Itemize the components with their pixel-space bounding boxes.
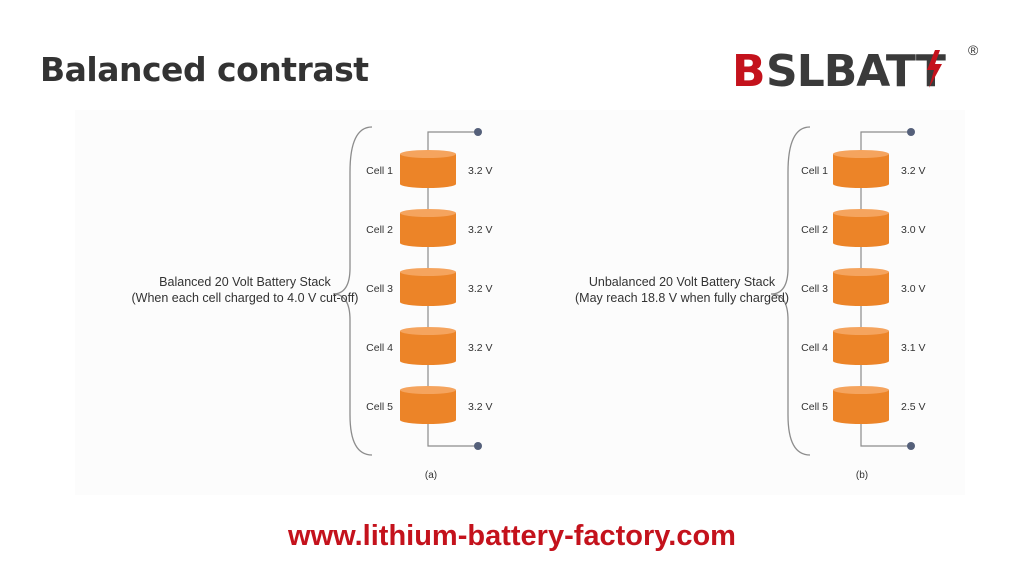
cell-top (400, 268, 456, 276)
stack-a-label-line1: Balanced 20 Volt Battery Stack (159, 275, 331, 289)
stack-a-brace (332, 126, 373, 456)
cell-bottom (833, 239, 889, 247)
top-wire (860, 131, 911, 150)
cell-voltage: 3.2 V (901, 165, 926, 177)
stack-b: Unbalanced 20 Volt Battery Stack (May re… (575, 126, 926, 481)
cell-voltage: 3.0 V (901, 224, 926, 236)
cell-body (833, 213, 889, 243)
stack-b-label-line1: Unbalanced 20 Volt Battery Stack (589, 275, 776, 289)
positive-terminal-icon (474, 128, 482, 136)
stack-b-brace (770, 126, 811, 456)
cell-bottom (833, 416, 889, 424)
registered-mark: ® (968, 42, 979, 58)
bottom-wire (427, 424, 478, 447)
cell-body (833, 331, 889, 361)
cell-body (833, 390, 889, 420)
cell-voltage: 3.2 V (468, 165, 493, 177)
cell-bottom (400, 416, 456, 424)
cell-voltage: 2.5 V (901, 401, 926, 413)
cell-body (400, 272, 456, 302)
cell-body (400, 154, 456, 184)
stack-b-sublabel: (b) (856, 470, 868, 481)
logo-text: SLBATT (766, 46, 946, 95)
stack-a-cells: Cell 1 3.2 V Cell 2 3.2 V Cell 3 3.2 V Cell 4 3… (366, 128, 493, 450)
page-title: Balanced contrast (40, 50, 369, 89)
cell-top (833, 268, 889, 276)
stack-b-label-line2: (May reach 18.8 V when fully charged) (575, 291, 789, 305)
cell-label: Cell 3 (366, 283, 393, 295)
bottom-wire (860, 424, 911, 447)
cell-label: Cell 2 (366, 224, 393, 236)
negative-terminal-icon (907, 442, 915, 450)
cell-body (400, 213, 456, 243)
footer-url-link[interactable]: www.lithium-battery-factory.com (288, 520, 736, 552)
cell-voltage: 3.0 V (901, 283, 926, 295)
cell-voltage: 3.2 V (468, 224, 493, 236)
stack-a-sublabel: (a) (425, 470, 437, 481)
cell-label: Cell 2 (801, 224, 828, 236)
cell-label: Cell 3 (801, 283, 828, 295)
stack-a: Balanced 20 Volt Battery Stack (When eac… (132, 126, 493, 481)
cell-voltage: 3.2 V (468, 342, 493, 354)
cell-label: Cell 1 (801, 165, 828, 177)
logo-letter-b: B (732, 46, 765, 95)
cell-body (400, 390, 456, 420)
lightning-icon (927, 50, 942, 88)
cell-top (400, 327, 456, 335)
cell-top (400, 150, 456, 158)
cell-bottom (400, 239, 456, 247)
cell-label: Cell 4 (801, 342, 828, 354)
cell-top (400, 386, 456, 394)
cell-label: Cell 5 (366, 401, 393, 413)
cell-body (833, 154, 889, 184)
stack-b-cells: Cell 1 3.2 V Cell 2 3.0 V Cell 3 3.0 V Cell 4 3… (801, 128, 926, 450)
cell-top (400, 209, 456, 217)
cell-top (833, 327, 889, 335)
cell-bottom (400, 180, 456, 188)
cell-voltage: 3.2 V (468, 401, 493, 413)
battery-stack-diagram: Balanced 20 Volt Battery Stack (When eac… (75, 110, 965, 495)
cell-voltage: 3.2 V (468, 283, 493, 295)
cell-bottom (833, 298, 889, 306)
cell-label: Cell 1 (366, 165, 393, 177)
cell-voltage: 3.1 V (901, 342, 926, 354)
cell-top (833, 386, 889, 394)
cell-label: Cell 5 (801, 401, 828, 413)
cell-bottom (833, 180, 889, 188)
stack-a-label-line2: (When each cell charged to 4.0 V cut-off… (132, 291, 359, 305)
cell-body (400, 331, 456, 361)
cell-label: Cell 4 (366, 342, 393, 354)
cell-top (833, 150, 889, 158)
top-wire (427, 131, 478, 150)
bslbatt-logo: B SLBATT (730, 40, 990, 97)
positive-terminal-icon (907, 128, 915, 136)
cell-bottom (400, 357, 456, 365)
cell-bottom (833, 357, 889, 365)
cell-body (833, 272, 889, 302)
cell-top (833, 209, 889, 217)
cell-bottom (400, 298, 456, 306)
negative-terminal-icon (474, 442, 482, 450)
